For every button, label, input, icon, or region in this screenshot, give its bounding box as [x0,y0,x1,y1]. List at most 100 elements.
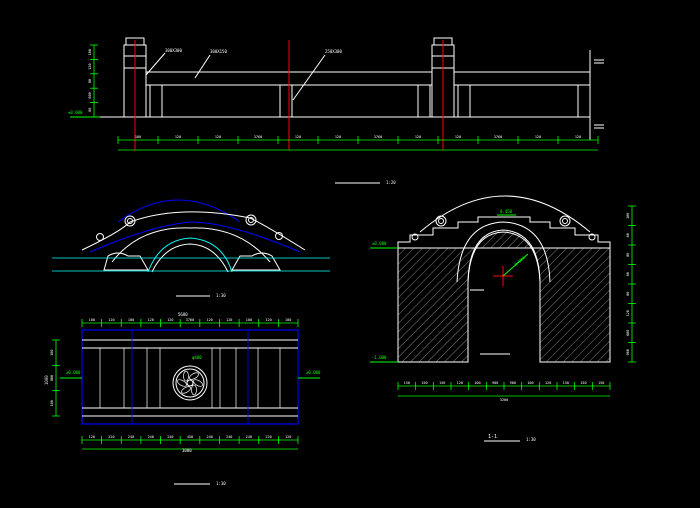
dim-label: 80 [626,272,630,276]
plan-right-mark: ±0.000 [306,370,321,375]
plan-center-label: φ400 [192,355,202,360]
elevation-leader-3 [292,54,326,101]
dim-label: 220 [265,435,271,439]
dim-label: 100 [88,49,92,55]
plan-rosette-petal [193,379,203,387]
dim-label: 240 [167,435,173,439]
side-scroll-1 [124,215,136,227]
dim-label: 240 [246,435,252,439]
plan-rosette-petals [177,370,203,396]
dim-label: 240 [128,435,134,439]
dim-label: 120 [626,310,630,316]
dim-label: 3760 [374,135,382,139]
elevation-callout-3: 250X300 [325,49,342,54]
section-scroll-right-inner [562,218,568,224]
dim-label: 120 [265,318,271,322]
dim-label: 100 [50,400,54,406]
plan-deck-planks [99,330,281,424]
side-scroll-4 [275,232,283,240]
dim-label: 3760 [254,135,262,139]
section-radius-leader [502,253,529,277]
elevation-small-post-1 [149,84,163,118]
dim-label: 100 [50,350,54,356]
dim-label: 120 [175,135,181,139]
plan-top-total: 5680 [178,312,188,317]
side-top-curve [117,199,241,223]
dim-label: 150 [404,381,410,385]
elevation-callout-1: 300X300 [165,48,182,53]
dim-label: 80 [626,253,630,257]
elevation-small-post-3 [417,84,431,118]
dim-label: 150 [421,381,427,385]
section-scroll-right [559,215,571,227]
plan-rosette-petal [191,384,197,396]
dim-label: 900 [492,381,498,385]
dim-label: 120 [335,135,341,139]
plan-rosette-petal [183,370,189,382]
plan-rosette-center [186,379,194,387]
section-title-mark: 1-1 [488,434,497,440]
side-abutment-right [231,252,281,271]
section-title-scale: 1:30 [526,437,536,442]
plan-rosette-outer [172,365,208,401]
elevation-small-post-4 [457,84,471,118]
section-scroll-left [435,215,447,227]
dim-label: 600 [626,330,630,336]
dim-label: 80 [88,108,92,112]
side-scroll-1-inner [127,218,133,224]
plan-left-mark: ±0.000 [66,370,81,375]
elevation-leader-2 [194,54,211,79]
section-scroll-small-left [411,233,419,241]
dim-label: 240 [206,435,212,439]
dim-label: 100 [626,213,630,219]
dim-label: 80 [88,79,92,83]
side-underside [111,227,271,263]
side-abutment-left [103,252,149,271]
dim-label: 100 [474,381,480,385]
dim-label: 3760 [494,135,502,139]
plan-rosette-inner [175,368,205,398]
elevation-callout-2: 300X150 [210,49,227,54]
side-title-scale: 1:30 [216,293,226,298]
plan-title-scale: 1:30 [216,481,226,486]
elevation-leader-1 [145,52,166,76]
section-top-label: 0.450 [500,209,513,214]
plan-bottom-total: 3000 [182,448,192,453]
dim-label: 100 [135,135,141,139]
dim-label: 220 [108,435,114,439]
dim-label: 120 [545,381,551,385]
plan-rosette-petal [189,372,199,380]
dim-label: 120 [575,135,581,139]
side-scroll-2-inner [248,217,254,223]
section-view: R=900 0.450 ±0.000 -1.000 150 150 150 120 10… [370,195,636,442]
section-scroll-left-inner [438,218,444,224]
section-arch-ring-outer [456,221,551,283]
section-total-label: 3200 [500,398,508,402]
section-level-bottom: -1.000 [372,355,387,360]
elevation-small-post-2 [279,84,293,118]
side-deck-curve [81,211,306,251]
dim-label: 900 [510,381,516,385]
dim-label: 120 [226,318,232,322]
dim-label: 150 [598,381,604,385]
section-arch-ring-inner [467,231,541,283]
dim-label: 120 [457,381,463,385]
side-deck-blue [89,221,301,253]
dim-label: 100 [128,318,134,322]
dim-label: 120 [167,318,173,322]
section-level-left: ±0.000 [372,241,387,246]
section-stepped-deck [397,216,611,249]
dim-label: 120 [108,318,114,322]
section-radius-label: R=900 [513,255,526,267]
plan-left-total: 1000 [44,375,49,385]
dim-label: 150 [563,381,569,385]
dim-label: 120 [88,63,92,69]
dim-label: 150 [439,381,445,385]
dim-label: 100 [246,318,252,322]
